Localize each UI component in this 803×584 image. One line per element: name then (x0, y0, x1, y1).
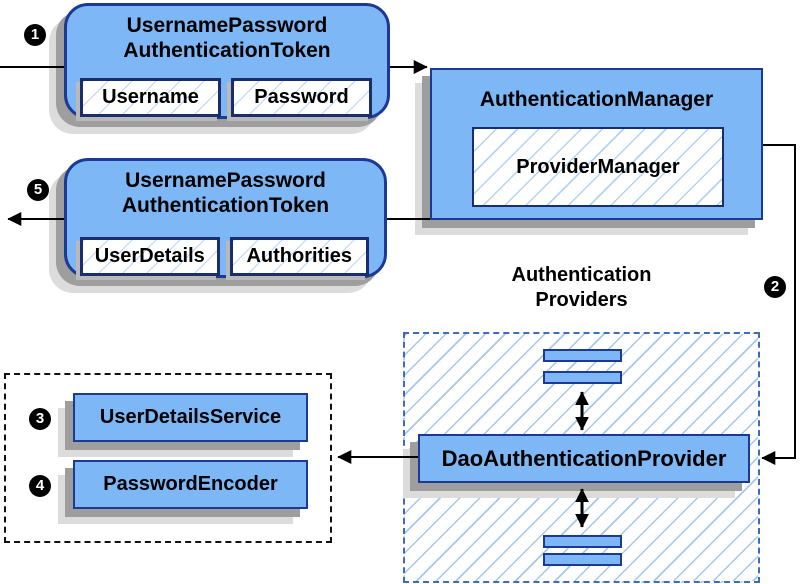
provider-placeholder-bar (543, 349, 622, 362)
authentication-providers-label-line1: Authentication (511, 264, 652, 286)
authentication-manager-node: AuthenticationManager ProviderManager (430, 68, 763, 220)
provider-placeholder-bar (543, 371, 622, 384)
request-token-title-line2: AuthenticationToken (123, 39, 331, 62)
step-4-badge: 4 (29, 475, 51, 497)
provider-placeholder-bar (543, 553, 622, 566)
userdetails-field: UserDetails (80, 237, 220, 276)
provider-manager-node: ProviderManager (472, 127, 724, 207)
authentication-manager-title: AuthenticationManager (479, 88, 714, 111)
arrow-manager-to-dao (761, 144, 796, 465)
provider-placeholder-bar (543, 535, 622, 548)
result-token-title-line2: AuthenticationToken (121, 194, 330, 217)
authentication-providers-label: Authentication Providers (403, 263, 760, 313)
authentication-providers-label-line2: Providers (535, 289, 628, 311)
user-details-service-node: UserDetailsService (73, 393, 308, 442)
result-token-fields: UserDetails Authorities (80, 237, 369, 276)
services-container (4, 373, 332, 543)
request-token-fields: Username Password (80, 78, 372, 117)
authorities-field: Authorities (229, 237, 369, 276)
password-field: Password (231, 78, 372, 117)
request-token-node: UsernamePassword AuthenticationToken Use… (64, 3, 390, 119)
password-encoder-node: PasswordEncoder (73, 460, 308, 509)
step-2-badge: 2 (764, 276, 786, 298)
username-field: Username (80, 78, 221, 117)
result-token-node: UsernamePassword AuthenticationToken Use… (64, 158, 387, 278)
dao-authentication-provider-node: DaoAuthenticationProvider (418, 434, 750, 483)
step-1-badge: 1 (24, 24, 46, 46)
result-token-title-line1: UsernamePassword (125, 169, 326, 192)
request-token-title: UsernamePassword AuthenticationToken (67, 6, 387, 63)
step-3-badge: 3 (29, 408, 51, 430)
request-token-title-line1: UsernamePassword (126, 14, 328, 37)
step-5-badge: 5 (27, 179, 49, 201)
result-token-title: UsernamePassword AuthenticationToken (67, 161, 384, 218)
